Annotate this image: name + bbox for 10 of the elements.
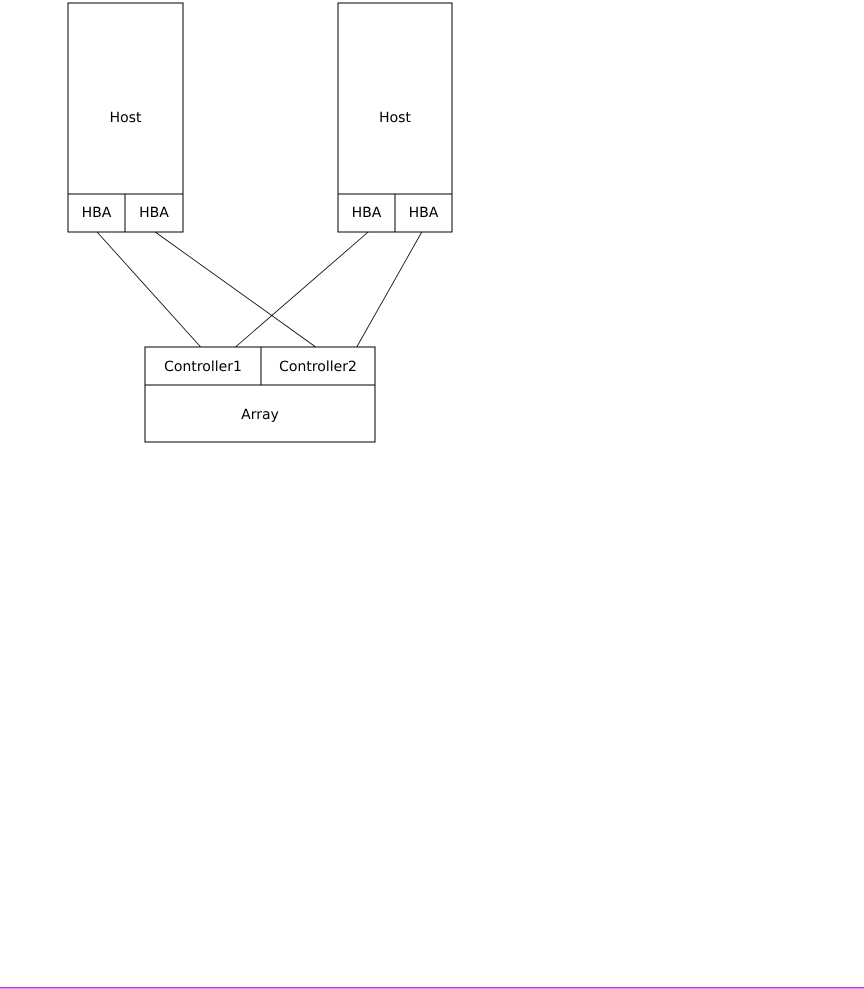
controller-box: Controller1 [144,346,262,386]
connector-line [154,232,316,348]
connector-line [356,232,422,348]
controller-box: Controller2 [260,346,376,386]
connector-line [235,232,369,348]
hba-box: HBA [124,194,184,232]
hba-box: HBA [68,194,126,232]
hba-box: HBA [394,194,452,232]
connector-line [96,232,202,348]
hba-box: HBA [338,194,396,232]
